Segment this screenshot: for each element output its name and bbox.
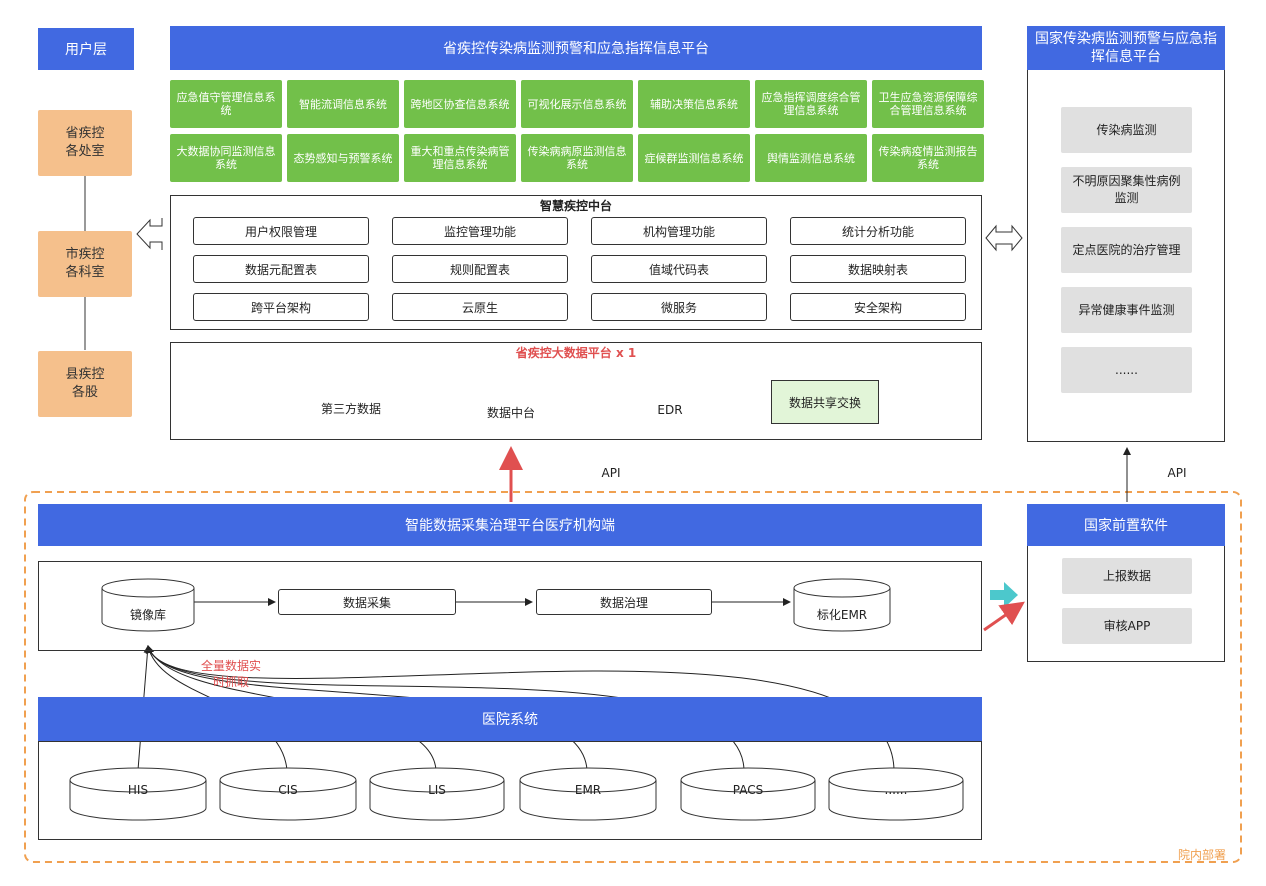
middle-function-item[interactable]: 用户权限管理	[193, 217, 369, 245]
teal-arrow-front	[990, 582, 1018, 608]
middle-function-item[interactable]: 值域代码表	[591, 255, 767, 283]
system-card[interactable]: 舆情监测信息系统	[755, 134, 867, 182]
national-item[interactable]: 传染病监测	[1061, 107, 1192, 153]
middle-function-item[interactable]: 监控管理功能	[392, 217, 568, 245]
data-share-exchange[interactable]: 数据共享交换	[771, 380, 879, 424]
user-layer-title: 用户层	[38, 28, 134, 70]
third-party-data[interactable]: 第三方数据	[320, 401, 381, 416]
system-card[interactable]: 态势感知与预警系统	[287, 134, 399, 182]
national-item[interactable]: 异常健康事件监测	[1061, 287, 1192, 333]
hospital-system[interactable]: ......	[884, 783, 908, 797]
system-card[interactable]: 跨地区协查信息系统	[404, 80, 516, 128]
audit-app[interactable]: 审核APP	[1062, 608, 1192, 644]
system-card[interactable]: 应急值守管理信息系统	[170, 80, 282, 128]
middle-function-item[interactable]: 统计分析功能	[790, 217, 966, 245]
level-county[interactable]: 县疾控 各股	[38, 351, 132, 417]
data-govern[interactable]: 数据治理	[536, 589, 712, 615]
middle-function-item[interactable]: 云原生	[392, 293, 568, 321]
hospital-system[interactable]: LIS	[428, 783, 446, 797]
edr[interactable]: EDR	[657, 403, 683, 417]
api-label-right: API	[1167, 466, 1187, 480]
realtime-capture-note: 全量数据实 时抓取	[200, 659, 261, 689]
system-card[interactable]: 重大和重点传染病管理信息系统	[404, 134, 516, 182]
middle-platform-title: 智慧疾控中台	[539, 199, 612, 213]
system-card[interactable]: 症候群监测信息系统	[638, 134, 750, 182]
system-card[interactable]: 辅助决策信息系统	[638, 80, 750, 128]
middle-function-item[interactable]: 规则配置表	[392, 255, 568, 283]
level-city[interactable]: 市疾控 各科室	[38, 231, 132, 297]
middle-function-item[interactable]: 跨平台架构	[193, 293, 369, 321]
standard-emr[interactable]: 标化EMR	[816, 607, 868, 622]
api-label-left: API	[601, 466, 621, 480]
middle-function-item[interactable]: 数据映射表	[790, 255, 966, 283]
data-center[interactable]: 数据中台	[486, 405, 535, 420]
report-data[interactable]: 上报数据	[1062, 558, 1192, 594]
front-software-title: 国家前置软件	[1027, 504, 1225, 546]
national-item[interactable]: 定点医院的治疗管理	[1061, 227, 1192, 273]
system-card[interactable]: 卫生应急资源保障综合管理信息系统	[872, 80, 984, 128]
level-province[interactable]: 省疾控 各处室	[38, 110, 132, 176]
system-card[interactable]: 大数据协同监测信息系统	[170, 134, 282, 182]
hospital-system[interactable]: CIS	[278, 783, 298, 797]
province-platform-title: 省疾控传染病监测预警和应急指挥信息平台	[170, 26, 982, 70]
mirror-library[interactable]: 镜像库	[129, 607, 166, 622]
system-card[interactable]: 应急指挥调度综合管理信息系统	[755, 80, 867, 128]
data-collect[interactable]: 数据采集	[278, 589, 456, 615]
hospital-title: 医院系统	[38, 697, 982, 741]
hospital-system[interactable]: PACS	[732, 783, 764, 797]
hollow-double-arrow	[985, 224, 1023, 252]
system-card[interactable]: 可视化展示信息系统	[521, 80, 633, 128]
middle-function-item[interactable]: 机构管理功能	[591, 217, 767, 245]
hollow-left-arrow	[136, 218, 163, 250]
system-card[interactable]: 传染病疫情监测报告系统	[872, 134, 984, 182]
national-item[interactable]: ......	[1061, 347, 1192, 393]
deploy-label: 院内部署	[1178, 848, 1227, 862]
middle-function-item[interactable]: 安全架构	[790, 293, 966, 321]
hospital-frame	[38, 741, 982, 840]
national-item[interactable]: 不明原因聚集性病例监测	[1061, 167, 1192, 213]
hospital-system[interactable]: HIS	[127, 783, 149, 797]
system-card[interactable]: 传染病病原监测信息系统	[521, 134, 633, 182]
national-platform-title: 国家传染病监测预警与应急指挥信息平台	[1027, 26, 1225, 70]
middle-function-item[interactable]: 微服务	[591, 293, 767, 321]
middle-function-item[interactable]: 数据元配置表	[193, 255, 369, 283]
collect-platform-title: 智能数据采集治理平台医疗机构端	[38, 504, 982, 546]
deploy-frame	[24, 491, 1242, 863]
bigdata-title: 省疾控大数据平台 x 1	[515, 346, 637, 360]
hospital-system[interactable]: EMR	[574, 783, 602, 797]
collect-frame	[38, 561, 982, 651]
system-card[interactable]: 智能流调信息系统	[287, 80, 399, 128]
